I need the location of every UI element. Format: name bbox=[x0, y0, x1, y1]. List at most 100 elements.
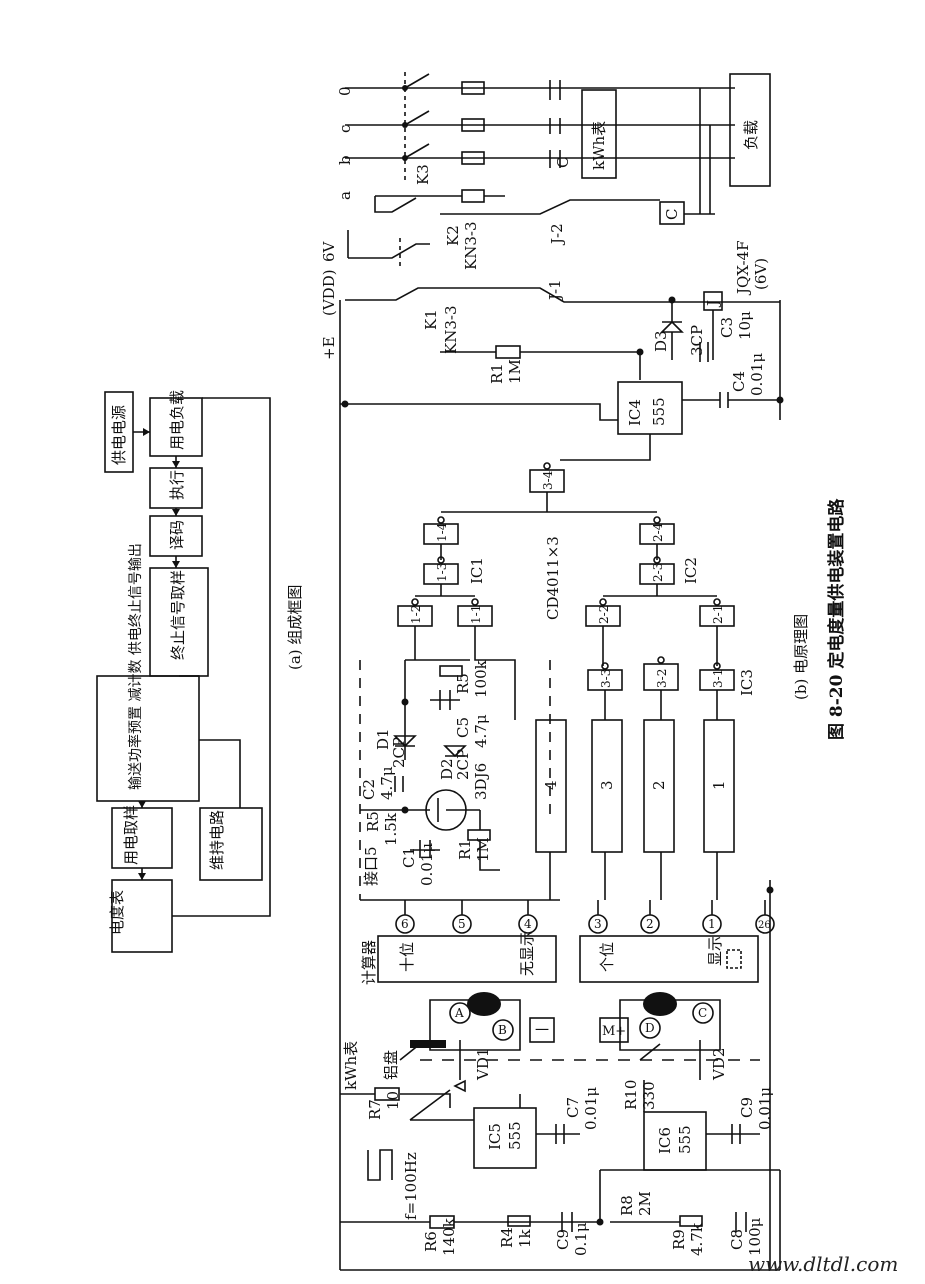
kn33-label: KN3-3 bbox=[442, 306, 460, 355]
pin-4: 4 bbox=[524, 917, 532, 931]
gate-2-4: 2-4 bbox=[651, 522, 665, 542]
q-type: 3DJ6 bbox=[472, 763, 490, 800]
interface-label: 接口5 bbox=[362, 846, 380, 886]
r5-label: R5 bbox=[454, 673, 472, 694]
block-exec-label: 执行 bbox=[168, 470, 186, 500]
pin-1: 1 bbox=[708, 917, 716, 931]
kwh-b-label: kWh表 bbox=[342, 1041, 360, 1090]
c2-label: C2 bbox=[360, 779, 378, 800]
block-hold-label: 维持电路 bbox=[208, 810, 226, 870]
rs-value: 1.5k bbox=[382, 812, 400, 846]
load-label: 负载 bbox=[742, 120, 760, 150]
ic4-type: 555 bbox=[650, 397, 668, 426]
r4-value: 1k bbox=[516, 1228, 534, 1248]
r10-value: 330 bbox=[640, 1081, 658, 1110]
ic6-label: IC6 bbox=[656, 1127, 674, 1154]
ic5-label: IC5 bbox=[486, 1123, 504, 1150]
block-stop-label: 终止信号取样 bbox=[169, 570, 187, 660]
contactor-c-coil: C bbox=[663, 209, 681, 220]
c9-label: C9 bbox=[554, 1229, 572, 1250]
gate-2-2: 2-2 bbox=[597, 605, 611, 624]
r6-label: R6 bbox=[422, 1231, 440, 1252]
j2-label: J-2 bbox=[548, 223, 566, 246]
units-label: 个位 bbox=[598, 942, 616, 972]
phase-b: b bbox=[336, 155, 354, 165]
d2-value: 2CP bbox=[454, 749, 472, 780]
c7-label: C7 bbox=[564, 1097, 582, 1118]
c5-value: 4.7μ bbox=[472, 714, 490, 748]
btn-mplus-label: M+ bbox=[602, 1024, 626, 1039]
nodisp-label: 无显示 bbox=[518, 931, 536, 976]
pin-5: 5 bbox=[458, 917, 466, 931]
disp-label: 显示 bbox=[706, 936, 724, 966]
gate-1-2: 1-2 bbox=[409, 605, 423, 624]
block-decode-label: 译码 bbox=[168, 520, 186, 550]
watermark: www.dltdl.com bbox=[748, 1252, 899, 1276]
block-meter-label: 电度表 bbox=[108, 890, 126, 935]
d1-label: D1 bbox=[374, 728, 392, 750]
pin-26: 26 bbox=[758, 920, 771, 931]
tens-label: 十位 bbox=[398, 942, 416, 972]
vdd-label: (VDD) bbox=[320, 269, 338, 316]
d2-label: D2 bbox=[438, 758, 456, 780]
ic3-label: IC3 bbox=[738, 669, 756, 696]
pin-6: 6 bbox=[401, 917, 409, 931]
counter-label: 计算器 bbox=[360, 940, 378, 985]
jqx6v-label: (6V) bbox=[752, 258, 770, 290]
r1-label: R1 bbox=[488, 363, 506, 384]
gate-1-4: 1-4 bbox=[435, 522, 449, 542]
bar-3-label: 3 bbox=[598, 780, 616, 790]
phase-c: c bbox=[336, 125, 354, 133]
gate-3-1: 3-1 bbox=[711, 669, 725, 688]
subtitle-b: (b) 电原理图 bbox=[792, 614, 810, 700]
block-sample-label: 用电取样 bbox=[122, 805, 140, 865]
gate-3-4: 3-4 bbox=[541, 470, 555, 490]
plusE-label: +E bbox=[320, 336, 338, 360]
r9-value: 4.7k bbox=[688, 1222, 706, 1256]
v6-label: 6V bbox=[320, 240, 338, 262]
c9b-value: 0.01μ bbox=[756, 1087, 774, 1130]
c4-label: C4 bbox=[730, 371, 748, 392]
contactor-c-label: C bbox=[554, 157, 572, 168]
r10-label: R10 bbox=[622, 1080, 640, 1110]
d3-label: D3 bbox=[652, 330, 670, 352]
r5-value: 100k bbox=[472, 659, 490, 698]
block-load-label: 用电负载 bbox=[168, 390, 186, 450]
vd2-label: VD2 bbox=[710, 1048, 728, 1081]
pin-2: 2 bbox=[646, 917, 654, 931]
gate-3-3: 3-3 bbox=[599, 669, 613, 688]
ic6-type: 555 bbox=[676, 1125, 694, 1154]
btn-minus-label: 一 bbox=[535, 1023, 549, 1039]
k3-label: K3 bbox=[414, 164, 432, 185]
block-supply-label: 供电电源 bbox=[110, 405, 128, 465]
jqx-label: JQX-4F bbox=[734, 241, 752, 296]
cd4011-label: CD4011×3 bbox=[544, 536, 562, 620]
r7-value: 10 bbox=[384, 1091, 402, 1110]
c7-value: 0.01μ bbox=[582, 1087, 600, 1130]
c9-value: 0.1μ bbox=[572, 1222, 590, 1256]
r4-label: R4 bbox=[498, 1227, 516, 1248]
gate-1-1: 1-1 bbox=[469, 605, 483, 624]
kwh-meter-label: kWh表 bbox=[590, 121, 608, 170]
r8-value: 2M bbox=[636, 1191, 654, 1216]
bar-1-label: 1 bbox=[710, 780, 728, 790]
r6-value: 140k bbox=[440, 1217, 458, 1256]
phase-a: a bbox=[336, 191, 354, 200]
bar-2-label: 2 bbox=[650, 780, 668, 790]
k2-label: K2 bbox=[444, 225, 462, 246]
r1-value: 1M bbox=[506, 359, 524, 384]
ic2-label: IC2 bbox=[682, 557, 700, 584]
btn-B-label: B bbox=[498, 1023, 507, 1037]
k1-label: K1 bbox=[422, 309, 440, 330]
c1-value: 0.01μ bbox=[418, 843, 436, 886]
lvpan-label: 铝盘 bbox=[382, 1050, 400, 1080]
c1-label: C1 bbox=[400, 847, 418, 868]
gate-3-2: 3-2 bbox=[655, 669, 669, 688]
r1b-label: R1 bbox=[456, 839, 474, 860]
block-preset-label: 输送功率预置 减计数 供电终止信号输出 bbox=[127, 543, 144, 790]
pin-3: 3 bbox=[594, 917, 602, 931]
btn-D-label: D bbox=[645, 1021, 655, 1035]
d1-value: 2CP bbox=[390, 737, 408, 768]
r9-label: R9 bbox=[670, 1229, 688, 1250]
